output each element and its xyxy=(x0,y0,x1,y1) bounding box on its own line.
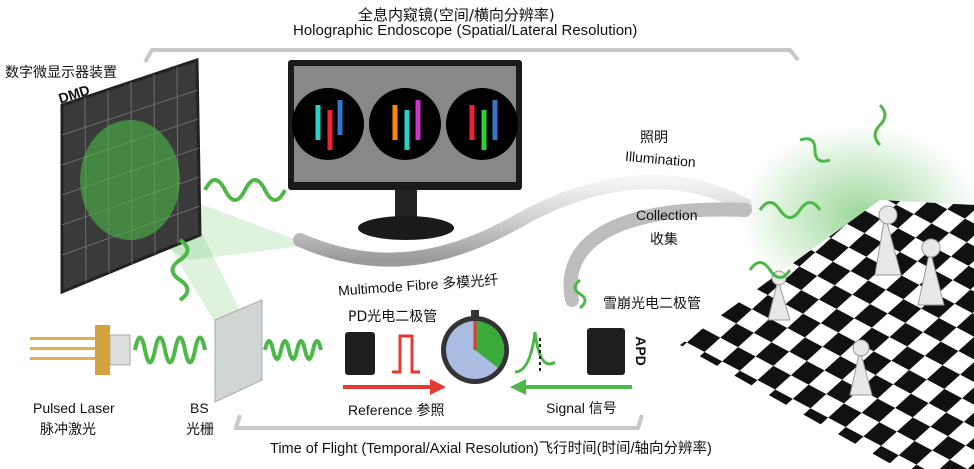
beam-splitter xyxy=(214,299,263,403)
top-title-en: Holographic Endoscope (Spatial/Lateral R… xyxy=(293,22,638,39)
pd-label: PD光电二极管 xyxy=(348,309,438,325)
chess-pieces xyxy=(767,205,945,396)
signal-arrow xyxy=(510,379,632,395)
signal-pulse xyxy=(514,331,556,374)
apd-label-en: APD xyxy=(632,336,649,366)
reference-arrow xyxy=(343,379,446,395)
pd-detector xyxy=(345,332,375,375)
split-pulse-wave xyxy=(263,339,323,361)
collection-fibre xyxy=(563,202,752,307)
illumination-fibre xyxy=(293,175,752,267)
signal-label: Signal 信号 xyxy=(546,400,617,416)
monitor xyxy=(288,60,522,240)
laser-label-en: Pulsed Laser xyxy=(33,400,115,416)
collection-cn: 收集 xyxy=(650,232,678,248)
collection-en: Collection xyxy=(636,207,698,223)
pulsed-laser xyxy=(30,325,131,375)
reference-pulse xyxy=(392,334,420,374)
laser-pulse-wave xyxy=(133,335,207,365)
top-title-cn: 全息内窥镜(空间/横向分辨率) xyxy=(358,6,555,24)
bs-label-cn: 光栅 xyxy=(186,422,214,438)
dmd-label-cn: 数字微显示器装置 xyxy=(5,65,117,81)
scattered-light-icon xyxy=(748,103,887,279)
bottom-title: Time of Flight (Temporal/Axial Resolutio… xyxy=(270,441,712,457)
bs-label-en: BS xyxy=(190,400,209,416)
apd-label-cn: 雪崩光电二极管 xyxy=(603,296,701,312)
illumination-cn: 照明 xyxy=(640,130,668,146)
top-bracket xyxy=(143,48,800,64)
apd-detector xyxy=(587,328,625,375)
bs-spiral-icon xyxy=(170,238,190,302)
reference-label: Reference 参照 xyxy=(348,402,445,418)
dmd-spiral-icon xyxy=(203,178,287,202)
chessboard xyxy=(680,200,974,469)
stopwatch-icon xyxy=(441,310,509,384)
laser-label-cn: 脉冲激光 xyxy=(40,422,96,438)
bottom-bracket xyxy=(233,414,644,430)
collection-spiral-icon xyxy=(573,278,587,310)
dmd-panel xyxy=(60,57,202,295)
